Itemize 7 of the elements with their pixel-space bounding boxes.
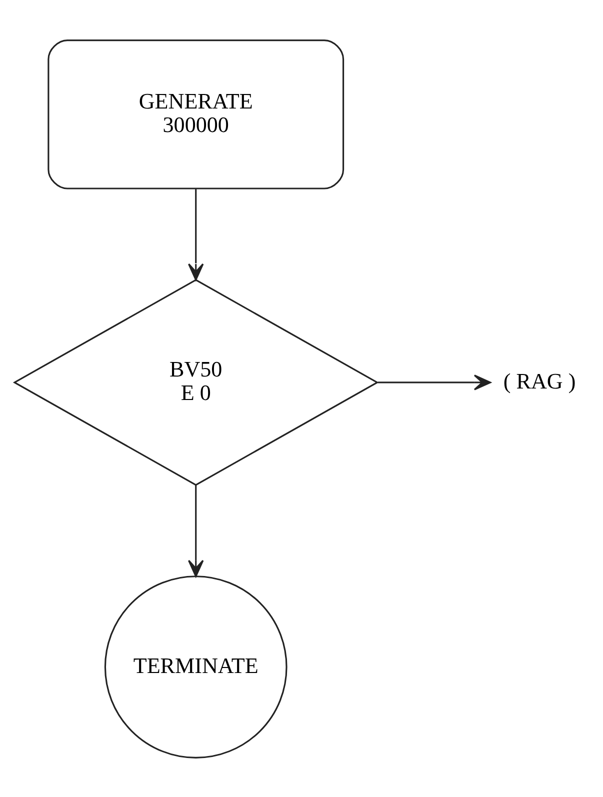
arrow — [378, 374, 492, 390]
arrow — [188, 484, 204, 577]
node-box: GENERATE 300000 — [48, 39, 344, 189]
node-diamond: BV50 E 0 — [12, 278, 379, 486]
arrow — [188, 188, 204, 280]
node-circle: TERMINATE — [104, 575, 288, 758]
node-text: ( RAG ) — [503, 368, 576, 393]
